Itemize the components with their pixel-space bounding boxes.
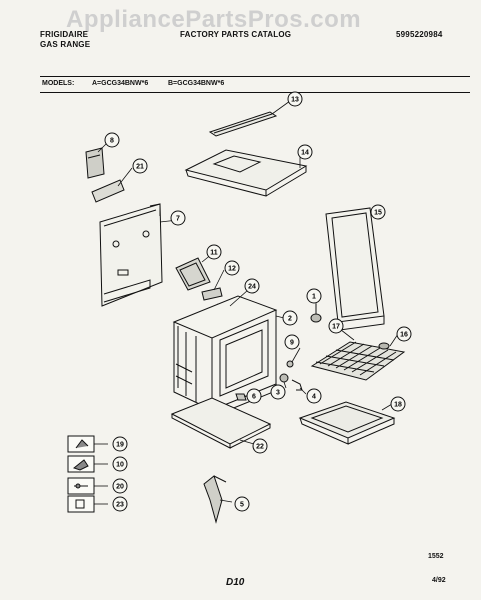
callout-number: 19 <box>116 442 124 449</box>
part-2-oven-body <box>172 295 279 417</box>
callout-number: 2 <box>288 316 292 323</box>
callout-number: 17 <box>332 324 340 331</box>
callout-23: 23 <box>112 496 128 512</box>
callout-10: 10 <box>112 456 128 472</box>
callout-14: 14 <box>297 144 313 160</box>
part-11-burner-cover <box>175 257 211 291</box>
model-b: B=GCG34BNW*6 <box>168 80 225 87</box>
callout-4: 4 <box>306 388 322 404</box>
part-6-pin <box>235 393 247 401</box>
callout-18: 18 <box>390 396 406 412</box>
part-4-screw <box>291 379 303 391</box>
drawing-number: 1552 <box>428 553 444 560</box>
callout-13: 13 <box>287 91 303 107</box>
catalog-title: FACTORY PARTS CATALOG <box>180 30 292 39</box>
callout-number: 4 <box>312 394 316 401</box>
part-15-door <box>325 207 385 331</box>
callout-3: 3 <box>270 384 286 400</box>
callout-number: 24 <box>248 284 256 291</box>
callout-number: 3 <box>276 390 280 397</box>
callout-number: 15 <box>374 210 382 217</box>
callout-1: 1 <box>306 288 322 304</box>
part-21-plate <box>91 179 125 203</box>
part-18-broiler-pan <box>298 401 396 445</box>
product-label: GAS RANGE <box>40 40 91 49</box>
callout-number: 10 <box>116 462 124 469</box>
callout-number: 6 <box>252 394 256 401</box>
callout-12: 12 <box>224 260 240 276</box>
callout-9: 9 <box>284 334 300 350</box>
watermark: AppliancePartsPros.com <box>66 6 362 33</box>
callout-15: 15 <box>370 204 386 220</box>
part-5-clamp <box>203 475 227 524</box>
part-1-fitting <box>310 304 322 323</box>
part-16-fitting <box>378 342 390 350</box>
callout-number: 22 <box>256 444 264 451</box>
callout-number: 7 <box>176 216 180 223</box>
callout-20: 20 <box>112 478 128 494</box>
callout-number: 13 <box>291 97 299 104</box>
callout-8: 8 <box>104 132 120 148</box>
models-label: MODELS: <box>42 80 75 87</box>
callout-number: 14 <box>301 150 309 157</box>
callout-16: 16 <box>396 326 412 342</box>
callout-number: 9 <box>290 340 294 347</box>
brand-label: FRIGIDAIRE <box>40 30 89 39</box>
part-20-box <box>67 477 95 495</box>
part-7-back-panel <box>99 203 163 307</box>
callout-6: 6 <box>246 388 262 404</box>
callout-17: 17 <box>328 318 344 334</box>
page-code: D10 <box>226 577 245 588</box>
part-23-box <box>67 495 95 513</box>
part-10-box <box>67 455 95 473</box>
callout-number: 23 <box>116 502 124 509</box>
callout-2: 2 <box>282 310 298 326</box>
page-date: 4/92 <box>432 577 446 584</box>
callout-number: 5 <box>240 502 244 509</box>
callout-7: 7 <box>170 210 186 226</box>
part-3-fitting <box>279 373 289 383</box>
part-8-block <box>85 147 105 179</box>
callout-24: 24 <box>244 278 260 294</box>
callout-number: 11 <box>210 250 218 257</box>
part-12-burner <box>201 287 223 301</box>
part-17-oven-rack <box>310 341 406 381</box>
callout-number: 1 <box>312 294 316 301</box>
callout-11: 11 <box>206 244 222 260</box>
callout-number: 21 <box>136 164 144 171</box>
catalog-number: 5995220984 <box>396 30 443 39</box>
callout-number: 16 <box>400 332 408 339</box>
models-top-rule <box>40 76 470 77</box>
model-a: A=GCG34BNW*6 <box>92 80 149 87</box>
part-13-vent-rail <box>208 111 278 137</box>
part-19-box <box>67 435 95 453</box>
callout-5: 5 <box>234 496 250 512</box>
callout-21: 21 <box>132 158 148 174</box>
models-bottom-rule <box>40 92 470 93</box>
callout-number: 18 <box>394 402 402 409</box>
callout-number: 20 <box>116 484 124 491</box>
callout-22: 22 <box>252 438 268 454</box>
part-14-top-panel <box>184 149 308 197</box>
callout-number: 8 <box>110 138 114 145</box>
part-9-nut <box>286 360 294 368</box>
callout-19: 19 <box>112 436 128 452</box>
callout-number: 12 <box>228 266 236 273</box>
